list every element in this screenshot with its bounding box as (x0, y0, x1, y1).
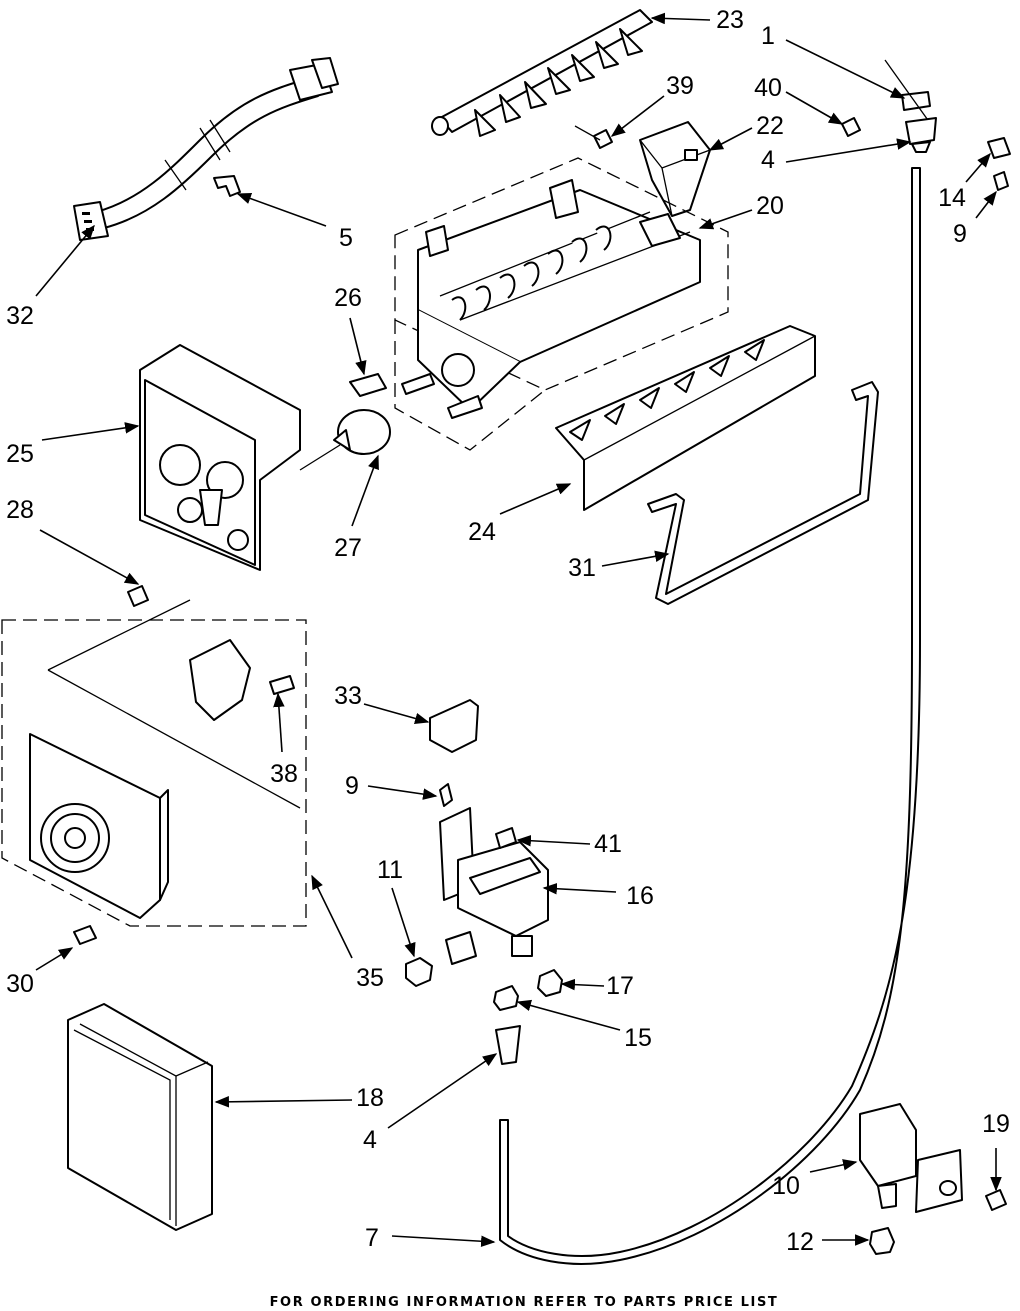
callout-18: 18 (356, 1084, 384, 1112)
callout-9-mid: 9 (345, 772, 359, 800)
callout-9-top: 9 (953, 220, 967, 248)
screw-28-part (127, 585, 149, 607)
callout-4-bottom: 4 (363, 1126, 377, 1154)
panel-cover-part (67, 1003, 213, 1231)
callout-35: 35 (356, 964, 384, 992)
footer-note: FOR ORDERING INFORMATION REFER TO PARTS … (270, 1295, 779, 1310)
motor-module-part (1, 599, 307, 927)
callout-7: 7 (365, 1224, 379, 1252)
screw-9a-part (993, 171, 1009, 191)
callout-19: 19 (982, 1110, 1010, 1138)
callout-20: 20 (756, 192, 784, 220)
screw-19-part (985, 1189, 1007, 1211)
ice-stripper-part (555, 325, 816, 511)
nut-17-part (537, 969, 563, 997)
callout-30: 30 (6, 970, 34, 998)
callout-38: 38 (270, 760, 298, 788)
fill-cup-part (639, 121, 711, 217)
callout-14: 14 (938, 184, 966, 212)
inlet-valve-part (859, 1103, 963, 1213)
screw-39-part (574, 125, 613, 149)
screw-40-part (841, 117, 861, 137)
ice-mold-part (394, 157, 729, 451)
callout-27: 27 (334, 534, 362, 562)
callout-39: 39 (666, 72, 694, 100)
callout-17: 17 (606, 972, 634, 1000)
tube-insert-bottom-part (495, 1025, 521, 1065)
screw-38-part (269, 675, 295, 695)
nut-15-part (493, 985, 519, 1011)
callout-12: 12 (786, 1228, 814, 1256)
tube-insert-top-part (905, 117, 937, 153)
callout-16: 16 (626, 882, 654, 910)
nut-11-part (405, 957, 433, 987)
screw-9b-part (439, 783, 453, 807)
callout-32: 32 (6, 302, 34, 330)
callout-25: 25 (6, 440, 34, 468)
wire-harness-part (73, 57, 339, 241)
callout-4-top: 4 (761, 146, 775, 174)
callout-labels: 1 40 4 14 9 23 39 22 20 32 5 26 25 28 27… (6, 6, 1010, 1256)
callout-33: 33 (334, 682, 362, 710)
ejector-part (431, 9, 653, 137)
callout-23: 23 (716, 6, 744, 34)
callout-5: 5 (339, 224, 353, 252)
clip-26-part (349, 373, 387, 397)
callout-11: 11 (377, 856, 403, 884)
callout-1: 1 (761, 22, 775, 50)
thermostat-part (299, 409, 391, 471)
screw-41-part (495, 827, 517, 849)
shutoff-arm-part (647, 381, 879, 605)
clamp-14-part (987, 137, 1011, 159)
nut-12-part (869, 1227, 895, 1255)
callout-24: 24 (468, 518, 496, 546)
callout-40: 40 (754, 74, 782, 102)
valve-cover-part (429, 699, 479, 753)
water-valve-part (439, 807, 549, 965)
callout-28: 28 (6, 496, 34, 524)
callout-41: 41 (594, 830, 622, 858)
screw-30-part (73, 925, 97, 945)
harness-clip-part (213, 175, 241, 197)
callout-15: 15 (624, 1024, 652, 1052)
callout-31: 31 (568, 554, 596, 582)
water-tube-part (499, 167, 921, 1265)
callout-22: 22 (756, 112, 784, 140)
callout-26: 26 (334, 284, 362, 312)
leader-lines (35, 12, 1002, 1247)
control-housing-part (139, 344, 301, 571)
callout-10: 10 (772, 1172, 800, 1200)
